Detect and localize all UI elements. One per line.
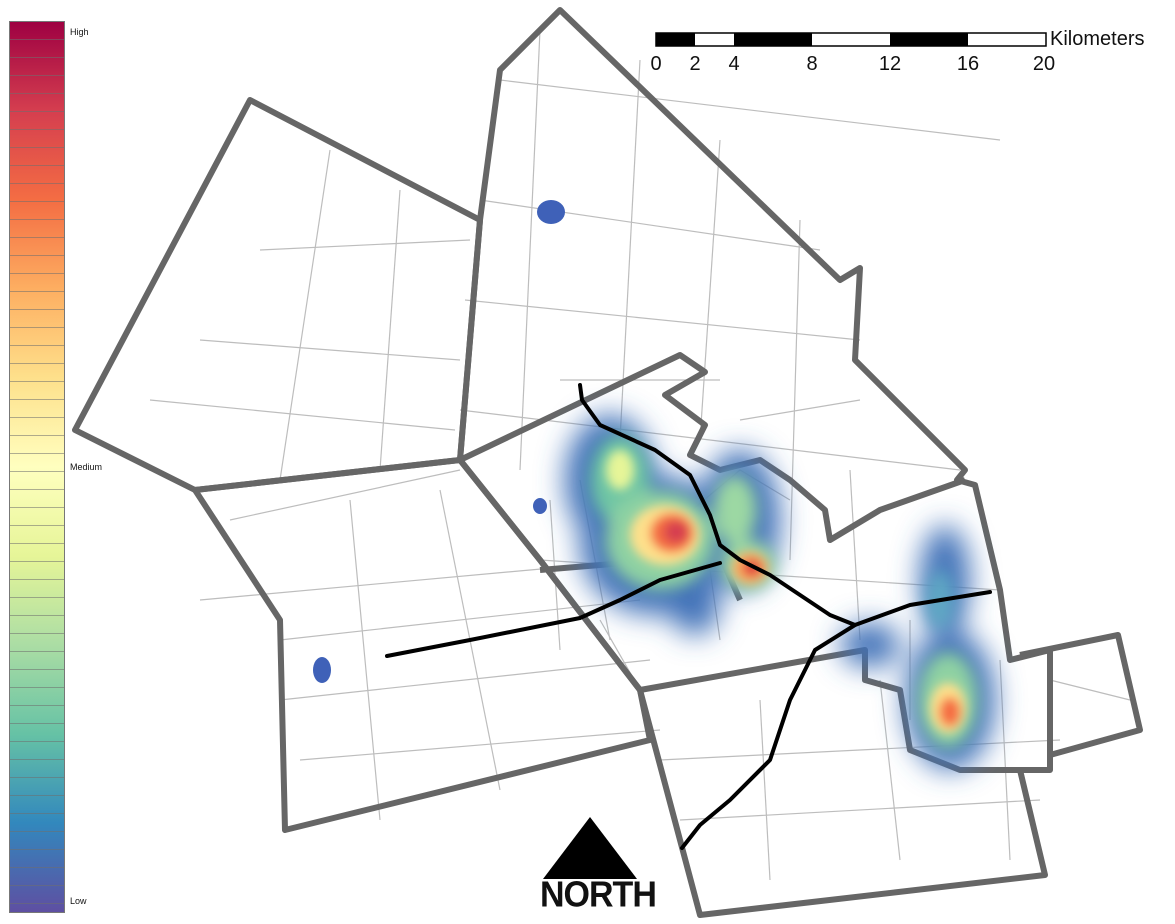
scale-tick: 20 <box>1032 53 1056 75</box>
highways <box>385 383 992 850</box>
north-label: NORTH <box>540 875 657 915</box>
scale-bar <box>655 32 1047 47</box>
scale-tick: 2 <box>689 53 701 75</box>
scale-tick: 12 <box>878 53 902 75</box>
scale-tick: 16 <box>956 53 980 75</box>
scale-tick: 4 <box>728 53 740 75</box>
legend-medium-label: Medium <box>70 462 103 472</box>
legend-color-ramp <box>9 21 65 913</box>
north-arrow-icon <box>543 817 637 879</box>
legend-high-label: High <box>70 27 89 37</box>
scale-tick: 8 <box>806 53 818 75</box>
scale-unit-label: Kilometers <box>1050 28 1145 50</box>
legend-low-label: Low <box>70 896 87 906</box>
heat-hotspots <box>313 200 995 770</box>
scale-tick: 0 <box>650 53 662 75</box>
